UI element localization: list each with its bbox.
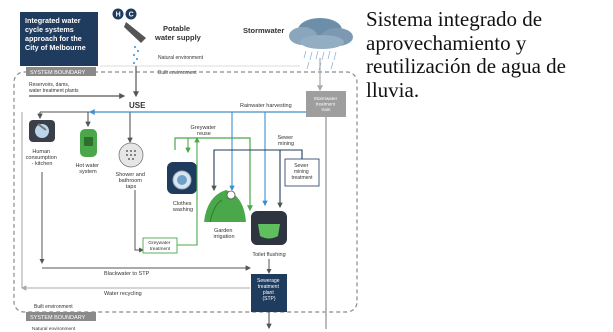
- built-environment-top: Built environment: [158, 70, 197, 76]
- garden-line-1: Garden: [214, 228, 232, 234]
- sewer-mining-treatment-line-2: mining: [294, 169, 309, 175]
- sewerage-line-3: plant: [263, 290, 274, 296]
- greywater-treatment-line-2: treatment: [150, 246, 171, 252]
- water-cycle-diagram: Integrated water cycle systems approach …: [13, 8, 358, 332]
- sewer-mining-treatment-box: [284, 158, 320, 187]
- system-boundary-tag-bottom: [26, 312, 96, 321]
- svg-text:Greywater treatment: Greywater treatment: [148, 240, 171, 252]
- title-line-3: approach for the: [25, 34, 82, 43]
- hot-tap-letter: H: [116, 12, 121, 19]
- greywater-reuse-line-1: Greywater: [191, 125, 217, 131]
- svg-text:Greywater reuse: Greywater reuse: [191, 125, 218, 137]
- human-consumption-line-2: consumption: [26, 155, 57, 161]
- clothes-line-2: washing: [172, 207, 193, 213]
- greywater-treatment-line-1: Greywater: [148, 240, 171, 246]
- clothes-line-1: Clothes: [173, 201, 192, 207]
- shower-line-2: bathroom: [119, 178, 143, 184]
- svg-text:Reservoirs, dams, water tr: Reservoirs, dams, water treatment plants: [29, 82, 79, 94]
- sewerage-treatment-plant-box: [251, 274, 287, 312]
- svg-text:Hot water system: Hot water system: [75, 163, 100, 175]
- rain-cloud-icon: [289, 18, 353, 49]
- greywater-reuse-line: [174, 137, 253, 212]
- system-boundary-tag-top: [26, 67, 96, 76]
- hot-water-line-2: system: [79, 169, 97, 175]
- caption: Sistema integrado de aprovechamiento y r…: [366, 7, 566, 102]
- potable-water-drops-icon: [133, 46, 139, 64]
- toilet-icon: [251, 211, 287, 245]
- shower-to-greywater-treatment-line: [134, 190, 144, 253]
- sewerage-line-4: (STP): [262, 296, 275, 302]
- stormwater-treatment-line-1: Stormwater: [314, 96, 338, 101]
- human-consumption-line-1: Human: [32, 149, 50, 155]
- washing-machine-icon: [167, 162, 197, 194]
- sewerage-line-1: Sewerage: [257, 278, 280, 284]
- cold-tap-letter: C: [129, 12, 134, 19]
- svg-text:Stormwater treatment t: Stormwater treatment train: [314, 96, 339, 112]
- garden-sprinkler-icon: [204, 190, 246, 223]
- svg-text:Potable water supply: Potable water supply: [154, 24, 202, 42]
- toilet-label: Toilet flushing: [252, 252, 285, 258]
- kitchen-sink-icon: [29, 120, 55, 142]
- svg-text:Clothes washing: Clothes washing: [172, 201, 193, 213]
- garden-line-2: irrigation: [213, 234, 234, 240]
- potable-tap-icon: [124, 22, 146, 43]
- shower-head-icon: [118, 142, 144, 168]
- sewer-mining-treatment-line-1: Sewer: [294, 163, 309, 169]
- hot-tap-icon: [112, 8, 124, 20]
- shower-line-1: Shower and: [116, 172, 145, 178]
- use-label: USE: [129, 101, 146, 110]
- water-recycling-label: Water recycling: [104, 291, 142, 297]
- system-boundary: [13, 71, 358, 313]
- title-box: Integrated water cycle systems approach …: [20, 12, 98, 66]
- stormwater-treatment-box: [306, 91, 346, 117]
- greywater-treatment-out-line: [177, 136, 200, 246]
- sewer-mining-line-2: mining: [278, 141, 294, 147]
- stormwater-treatment-line-3: train: [322, 107, 331, 112]
- system-boundary-label-bottom: SYSTEM BOUNDARY: [30, 315, 86, 321]
- svg-text:Garden irrigation: Garden irrigation: [213, 228, 234, 240]
- svg-text:Sewer mining: Sewer mining: [277, 135, 294, 147]
- svg-text:Integrated water cycle s: Integrated water cycle systems approach …: [25, 16, 86, 52]
- potable-water-supply: H C Potable water supply: [112, 8, 202, 64]
- rainwater-harvesting-label: Rainwater harvesting: [240, 103, 292, 109]
- reservoirs-line-2: water treatment plants: [29, 88, 79, 94]
- svg-text:Shower and bathroom ta: Shower and bathroom taps: [116, 172, 147, 190]
- svg-text:Sewerage treatment pla: Sewerage treatment plant (STP): [257, 278, 281, 302]
- system-boundary-label-top: SYSTEM BOUNDARY: [30, 70, 86, 76]
- sewer-mining-treatment-line-3: treatment: [291, 175, 313, 181]
- reservoirs-line-1: Reservoirs, dams,: [29, 82, 69, 88]
- natural-environment-bottom: Natural environment: [32, 326, 76, 332]
- human-consumption-line-3: - kitchen: [32, 161, 53, 167]
- title-line-1: Integrated water: [25, 16, 81, 25]
- sewer-mining-line-1: Sewer: [277, 135, 293, 141]
- potable-label-line-2: water supply: [154, 33, 202, 42]
- blackwater-label: Blackwater to STP: [104, 271, 150, 277]
- sewer-mining-line: [211, 149, 303, 192]
- title-line-2: cycle systems: [25, 25, 74, 34]
- natural-environment-top: Natural environment: [158, 55, 204, 61]
- svg-text:Sewer mining treatment: Sewer mining treatment: [291, 163, 313, 181]
- hot-water-system-icon: [80, 129, 97, 157]
- greywater-reuse-line-2: reuse: [197, 131, 211, 137]
- svg-text:Human consumption - ki: Human consumption - kitchen: [26, 149, 59, 167]
- title-line-4: City of Melbourne: [25, 43, 86, 52]
- potable-label-line-1: Potable: [163, 24, 190, 33]
- cold-tap-icon: [125, 8, 137, 20]
- built-environment-bottom: Built environment: [34, 304, 73, 310]
- stormwater-treatment-line-2: treatment: [316, 102, 336, 107]
- stormwater-label: Stormwater: [243, 26, 284, 35]
- shower-line-3: taps: [126, 184, 137, 190]
- sewerage-line-2: treatment: [258, 284, 280, 290]
- hot-water-line-1: Hot water: [75, 163, 99, 169]
